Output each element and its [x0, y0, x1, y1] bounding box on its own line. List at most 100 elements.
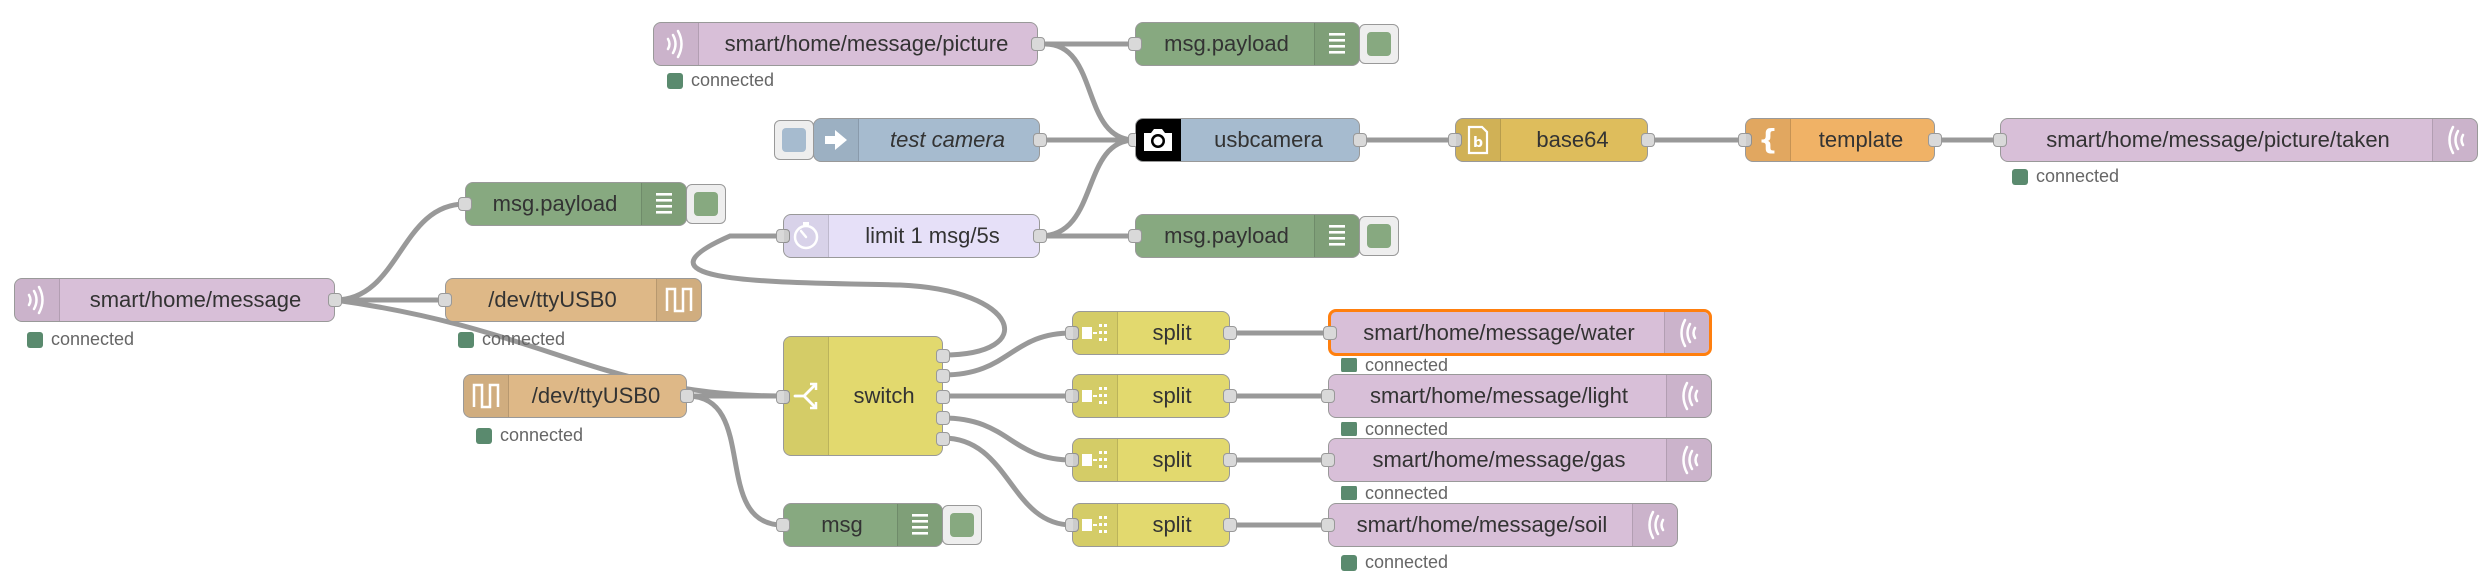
debug-toggle-button[interactable] — [1359, 216, 1399, 256]
output-port[interactable] — [936, 432, 950, 446]
split-node-light[interactable]: split — [1065, 374, 1237, 418]
split-node-soil[interactable]: split — [1065, 503, 1237, 547]
input-port[interactable] — [1738, 133, 1752, 147]
input-port[interactable] — [776, 518, 790, 532]
input-port[interactable] — [1321, 453, 1335, 467]
output-port[interactable] — [936, 411, 950, 425]
wire[interactable] — [684, 393, 786, 528]
output-port[interactable] — [1033, 133, 1047, 147]
wire[interactable] — [940, 435, 1075, 528]
input-port[interactable] — [458, 197, 472, 211]
input-port[interactable] — [1321, 389, 1335, 403]
node-label: smart/home/message/water — [1363, 319, 1635, 345]
debug-node[interactable]: msg.payload — [458, 182, 687, 226]
status-dot — [667, 72, 683, 89]
wire[interactable] — [940, 330, 1075, 378]
mqtt-out-node-soil[interactable]: smart/home/message/soil — [1321, 503, 1678, 547]
wire[interactable] — [690, 233, 1007, 358]
input-port[interactable] — [1065, 518, 1079, 532]
debug-node[interactable]: msg.payload — [1128, 214, 1360, 258]
serial-icon — [464, 375, 509, 417]
input-port[interactable] — [776, 229, 790, 243]
serial-in-node[interactable]: /dev/ttyUSB0 — [463, 374, 694, 418]
debug-node[interactable]: msg — [776, 503, 943, 547]
split-node-water[interactable]: split — [1065, 311, 1237, 355]
input-port[interactable] — [1065, 326, 1079, 340]
output-port[interactable] — [1223, 326, 1237, 340]
mqtt-icon — [2432, 119, 2477, 161]
input-port[interactable] — [1448, 133, 1462, 147]
output-port[interactable] — [936, 390, 950, 404]
inject-trigger-button[interactable] — [774, 120, 814, 160]
node-label: msg.payload — [1164, 31, 1289, 56]
switch-icon — [784, 337, 829, 455]
svg-text:{: { — [1758, 125, 1778, 155]
wire[interactable] — [940, 415, 1075, 463]
debug-toggle-button[interactable] — [942, 505, 982, 545]
curly-brace-icon: { — [1746, 119, 1791, 161]
serial-out-node[interactable]: /dev/ttyUSB0 — [438, 278, 702, 322]
debug-toggle-button[interactable] — [686, 184, 726, 224]
mqtt-in-node-picture[interactable]: smart/home/message/picture — [653, 22, 1045, 66]
debug-toggle-button[interactable] — [1359, 24, 1399, 64]
mqtt-icon — [1666, 375, 1711, 417]
mqtt-out-node-water[interactable]: smart/home/message/water — [1323, 309, 1712, 356]
split-icon — [1073, 439, 1118, 481]
split-node-gas[interactable]: split — [1065, 438, 1237, 482]
node-label: smart/home/message/soil — [1356, 512, 1608, 537]
output-port[interactable] — [1928, 133, 1942, 147]
input-port[interactable] — [438, 293, 452, 307]
node-label: usbcamera — [1214, 127, 1323, 152]
output-port[interactable] — [1033, 229, 1047, 243]
output-port[interactable] — [1223, 518, 1237, 532]
base64-icon: b — [1456, 119, 1501, 161]
base64-node[interactable]: b base64 — [1448, 118, 1655, 162]
mqtt-out-node-light[interactable]: smart/home/message/light — [1321, 374, 1712, 418]
status-dot — [1341, 358, 1357, 372]
wire[interactable] — [1037, 137, 1138, 239]
split-icon — [1073, 504, 1118, 546]
input-port[interactable] — [1065, 389, 1079, 403]
status-dot — [476, 427, 492, 444]
debug-node[interactable]: msg.payload — [1128, 22, 1360, 66]
output-port[interactable] — [680, 389, 694, 403]
output-port[interactable] — [936, 369, 950, 383]
usbcamera-node[interactable]: usbcamera — [1128, 118, 1367, 162]
mqtt-out-node-picture-taken[interactable]: smart/home/message/picture/taken — [1993, 118, 2478, 162]
output-port[interactable] — [1353, 133, 1367, 147]
wire[interactable] — [1042, 41, 1138, 143]
node-status: connected — [2012, 166, 2119, 187]
mqtt-out-node-gas[interactable]: smart/home/message/gas — [1321, 438, 1712, 482]
mqtt-icon — [654, 23, 699, 65]
input-port[interactable] — [1065, 453, 1079, 467]
output-port[interactable] — [936, 349, 950, 363]
wire[interactable] — [332, 201, 468, 303]
inject-node-test-camera[interactable]: test camera — [813, 118, 1047, 162]
template-node[interactable]: { template — [1738, 118, 1942, 162]
input-port[interactable] — [1128, 229, 1142, 243]
output-port[interactable] — [1031, 37, 1045, 51]
list-icon — [641, 183, 686, 225]
input-port[interactable] — [1128, 37, 1142, 51]
node-status: connected — [1341, 552, 1448, 573]
output-port[interactable] — [1641, 133, 1655, 147]
split-icon — [1073, 375, 1118, 417]
node-label: msg.payload — [492, 191, 618, 216]
list-icon — [1314, 23, 1359, 65]
node-label: smart/home/message/picture — [724, 31, 1009, 56]
output-port[interactable] — [328, 293, 342, 307]
output-port[interactable] — [1223, 389, 1237, 403]
input-port[interactable] — [1323, 326, 1337, 340]
mqtt-in-node-message[interactable]: smart/home/message — [14, 278, 342, 322]
output-port[interactable] — [1223, 453, 1237, 467]
input-port[interactable] — [776, 390, 790, 404]
input-port[interactable] — [1993, 133, 2007, 147]
arrow-right-icon — [814, 119, 859, 161]
input-port[interactable] — [1321, 518, 1335, 532]
node-label: smart/home/message/light — [1370, 383, 1628, 408]
node-label: split — [1152, 320, 1192, 345]
wire[interactable] — [332, 297, 786, 399]
switch-node[interactable]: switch — [776, 336, 950, 456]
delay-node[interactable]: limit 1 msg/5s — [776, 214, 1047, 258]
